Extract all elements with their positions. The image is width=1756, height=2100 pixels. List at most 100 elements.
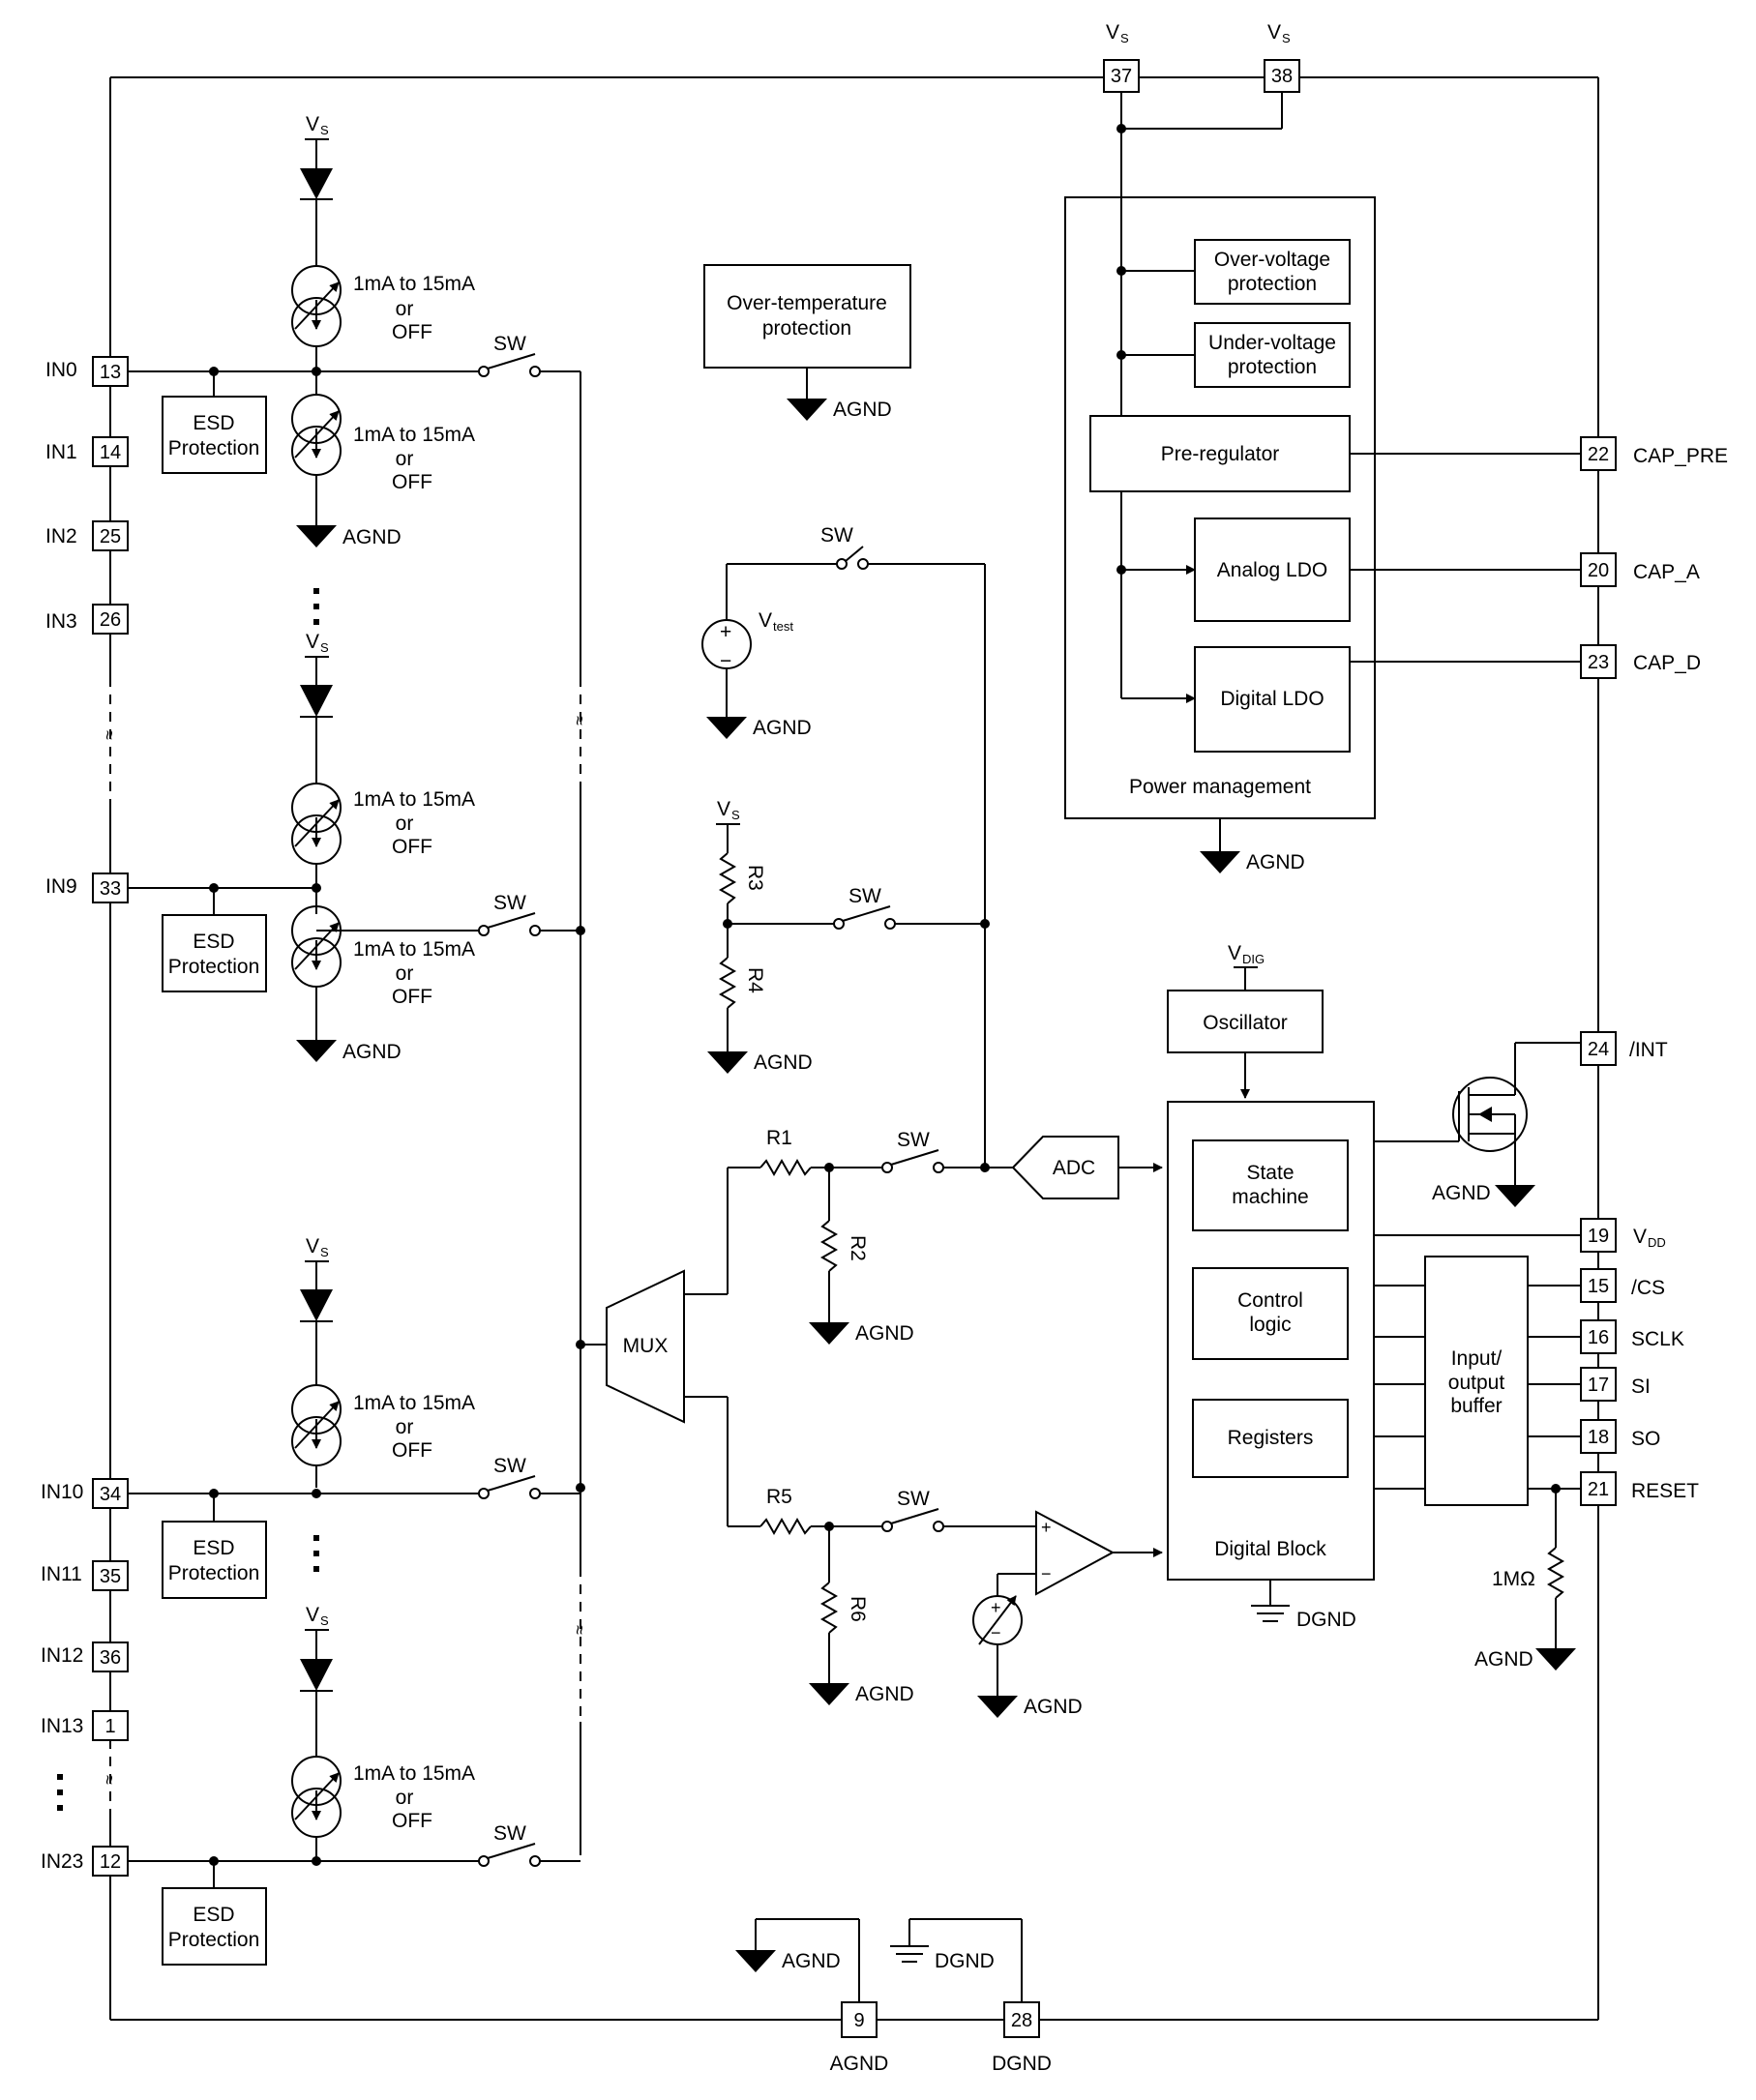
svg-text:ADC: ADC <box>1053 1157 1095 1179</box>
svg-text:DIG: DIG <box>1242 952 1265 966</box>
svg-text:AGND: AGND <box>855 1683 914 1705</box>
svg-text:V: V <box>1228 942 1241 964</box>
svg-text:9: 9 <box>853 2010 864 2031</box>
svg-text:or: or <box>396 1416 414 1438</box>
svg-text:Protection: Protection <box>168 1929 260 1951</box>
svg-text:/CS: /CS <box>1631 1277 1665 1299</box>
svg-text:18: 18 <box>1588 1427 1609 1448</box>
svg-text:Registers: Registers <box>1228 1427 1314 1449</box>
svg-text:1mA to 15mA: 1mA to 15mA <box>353 1392 475 1414</box>
svg-text:+: + <box>1041 1518 1052 1537</box>
svg-text:−: − <box>1041 1564 1052 1583</box>
pin-in3: 26 IN3 <box>45 604 129 635</box>
svg-text:machine: machine <box>1232 1186 1308 1208</box>
mux: MUX <box>580 1168 729 1526</box>
control-logic-block <box>1192 1267 1349 1360</box>
svg-text:1: 1 <box>104 1716 115 1737</box>
svg-text:34: 34 <box>100 1484 121 1505</box>
pin-in12: 36 IN12 <box>41 1642 129 1672</box>
diode-icon <box>300 1289 333 1321</box>
svg-text:SI: SI <box>1631 1375 1651 1398</box>
svg-text:S: S <box>320 1245 329 1259</box>
diode-icon <box>300 1659 333 1691</box>
test-path: SW + − V test AGND V S R3 R4 AGND SW <box>701 524 990 1168</box>
svg-text:37: 37 <box>1111 66 1132 87</box>
pin-9: 9 AGND <box>830 2001 888 2075</box>
svg-text:IN3: IN3 <box>45 610 77 633</box>
pin-cap-pre: 22 CAP_PRE <box>1580 436 1728 471</box>
top-pins: V S 37 V S 38 <box>1103 21 1300 416</box>
svg-text:23: 23 <box>1588 652 1609 673</box>
svg-text:SW: SW <box>493 333 526 355</box>
adc-path: R1 R2 AGND SW ADC <box>728 1127 1163 1345</box>
svg-text:IN2: IN2 <box>45 525 77 547</box>
svg-text:State: State <box>1246 1162 1294 1184</box>
svg-text:1mA to 15mA: 1mA to 15mA <box>353 938 475 961</box>
resistor-1m <box>1546 1547 1565 1599</box>
under-voltage-block <box>1194 322 1351 388</box>
svg-text:20: 20 <box>1588 560 1609 581</box>
svg-text:DGND: DGND <box>1296 1609 1356 1631</box>
svg-text:protection: protection <box>762 317 851 340</box>
svg-text:OFF: OFF <box>392 986 432 1008</box>
pin-vdd: 19 V DD <box>1580 1218 1666 1253</box>
svg-text:SW: SW <box>493 1455 526 1477</box>
svg-text:SW: SW <box>493 892 526 914</box>
state-machine-block <box>1192 1139 1349 1231</box>
ellipsis-dots-mid <box>313 1535 319 1572</box>
pin-37: 37 <box>1103 59 1140 93</box>
pre-regulator-block <box>1089 415 1351 492</box>
svg-text:Digital Block: Digital Block <box>1214 1538 1326 1560</box>
svg-text:Oscillator: Oscillator <box>1203 1012 1288 1034</box>
pin-in1: 14 IN1 <box>45 436 129 467</box>
svg-text:IN11: IN11 <box>41 1563 82 1585</box>
esd-protection-in9 <box>162 914 267 992</box>
pin-38: 38 <box>1264 59 1300 93</box>
svg-text:V: V <box>306 113 319 135</box>
svg-text:Digital LDO: Digital LDO <box>1220 688 1324 710</box>
svg-text:or: or <box>396 298 414 320</box>
esd-protection-in0 <box>162 396 267 474</box>
svg-text:Analog LDO: Analog LDO <box>1217 559 1327 581</box>
svg-text:V: V <box>1106 21 1119 44</box>
svg-text:SW: SW <box>820 524 853 547</box>
pin-reset: 21 RESET <box>1580 1471 1699 1506</box>
pin-in2: 25 IN2 <box>45 520 129 551</box>
svg-text:V: V <box>1267 21 1281 44</box>
svg-text:ESD: ESD <box>193 1537 234 1559</box>
svg-text:+: + <box>720 621 731 643</box>
svg-text:≈: ≈ <box>100 1775 119 1785</box>
svg-text:≈: ≈ <box>100 730 119 740</box>
svg-text:SCLK: SCLK <box>1631 1328 1684 1350</box>
svg-text:DGND: DGND <box>992 2053 1052 2075</box>
svg-text:26: 26 <box>100 609 121 631</box>
svg-text:S: S <box>731 808 740 822</box>
svg-text:S: S <box>320 640 329 655</box>
svg-text:V: V <box>306 1604 319 1626</box>
svg-text:OFF: OFF <box>392 471 432 493</box>
pin-in9: 33 IN9 <box>45 873 129 903</box>
svg-text:Under-voltage: Under-voltage <box>1208 332 1336 354</box>
svg-text:or: or <box>396 962 414 985</box>
pin-in11: 35 IN11 <box>41 1560 129 1591</box>
svg-text:1mA to 15mA: 1mA to 15mA <box>353 788 475 811</box>
pin-cs: 15 /CS <box>1580 1268 1665 1303</box>
svg-text:AGND: AGND <box>855 1322 914 1345</box>
svg-text:OFF: OFF <box>392 836 432 858</box>
svg-text:−: − <box>720 650 731 672</box>
svg-text:V: V <box>717 798 730 820</box>
svg-text:ESD: ESD <box>193 1904 234 1926</box>
svg-text:DGND: DGND <box>935 1950 995 1972</box>
svg-text:protection: protection <box>1228 273 1317 295</box>
resistor-r5 <box>759 1517 812 1536</box>
svg-text:AGND: AGND <box>753 717 812 739</box>
svg-text:−: − <box>991 1623 1001 1642</box>
svg-text:≈: ≈ <box>570 716 589 725</box>
svg-text:AGND: AGND <box>754 1051 813 1074</box>
svg-text:ESD: ESD <box>193 931 234 953</box>
svg-text:13: 13 <box>100 362 121 383</box>
svg-text:V: V <box>306 1235 319 1257</box>
power-management: Power management AGND Over-voltage prote… <box>1064 196 1581 873</box>
svg-text:S: S <box>320 123 329 137</box>
svg-text:36: 36 <box>100 1647 121 1669</box>
